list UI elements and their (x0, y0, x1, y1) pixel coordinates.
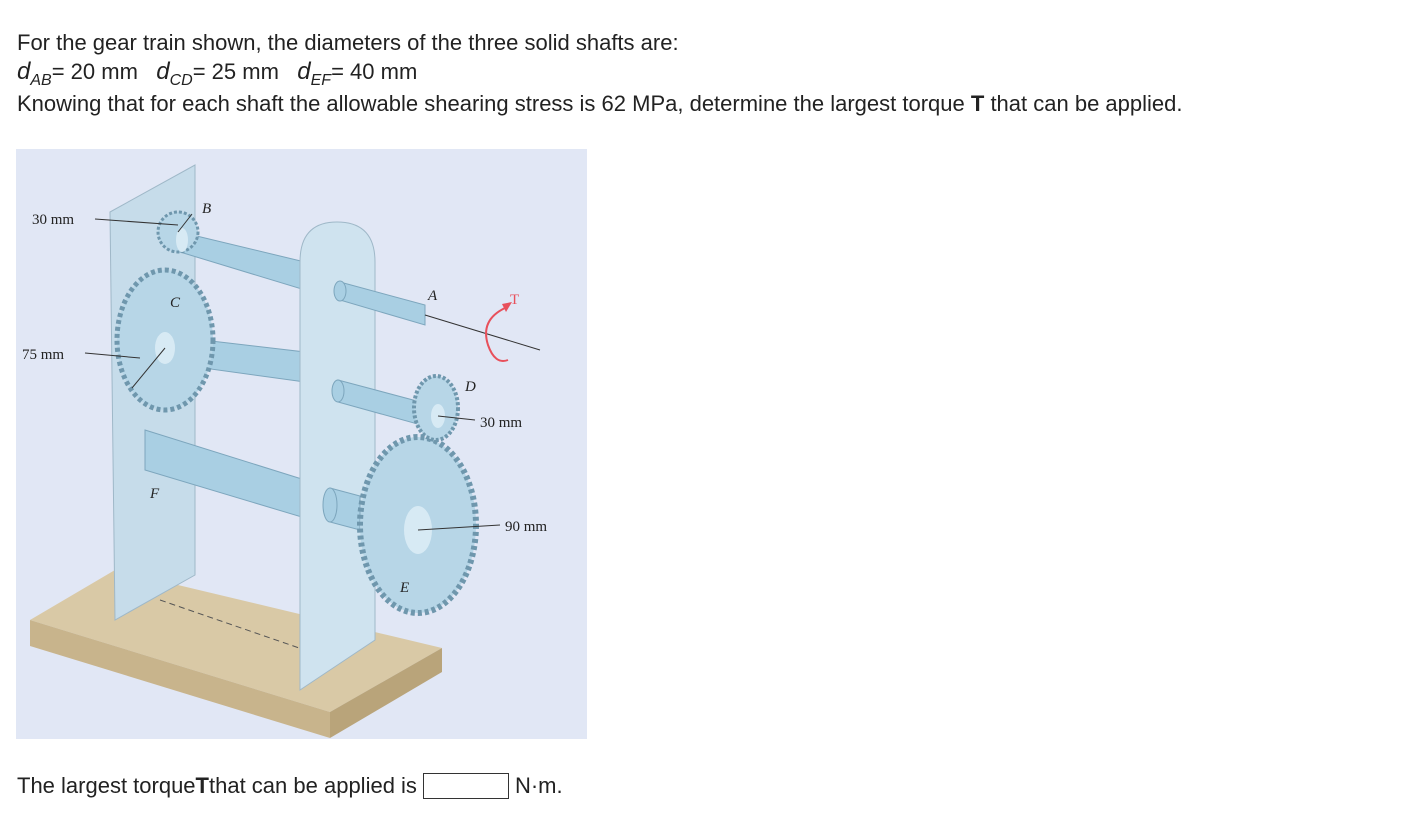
gear-e (357, 434, 479, 616)
diameter-ab: dAB= 20 mm (17, 58, 138, 89)
right-support-plate (299, 221, 376, 691)
dimension-lines (84, 213, 501, 531)
label-e: E (399, 580, 409, 596)
label-b: B (202, 201, 211, 217)
label-c: C (170, 295, 181, 311)
label-a: A (427, 288, 438, 304)
label-radius-b: 30 mm (32, 212, 74, 228)
shaft-diameters: dAB= 20 mm dCD= 25 mm dEF= 40 mm (17, 58, 418, 89)
diameter-cd: dCD= 25 mm (156, 58, 279, 89)
answer-prompt-bold: T (195, 773, 209, 798)
label-f: F (149, 486, 160, 502)
axis-line (424, 314, 541, 351)
torque-arrow (485, 307, 509, 362)
gear-d (412, 374, 460, 442)
answer-row: The largest torque T that can be applied… (17, 773, 563, 799)
gear-c (114, 267, 216, 413)
gear-train-figure: 30 mm B C 75 mm A T D 30 mm F 90 mm E (16, 149, 587, 739)
answer-unit: N·m. (514, 773, 563, 798)
label-torque: T (510, 292, 519, 308)
answer-prompt-start: The largest torque (17, 773, 196, 798)
label-radius-e: 90 mm (505, 519, 547, 535)
torque-answer-input[interactable] (422, 773, 509, 799)
question-intro: For the gear train shown, the diameters … (17, 30, 679, 55)
diameter-ef: dEF= 40 mm (297, 58, 418, 89)
answer-prompt-end: that can be applied is (209, 773, 417, 798)
label-radius-c: 75 mm (22, 347, 64, 363)
label-radius-d: 30 mm (480, 415, 522, 431)
shafts-right (322, 280, 433, 531)
label-d: D (464, 379, 476, 395)
question-prompt: Knowing that for each shaft the allowabl… (17, 91, 1183, 116)
